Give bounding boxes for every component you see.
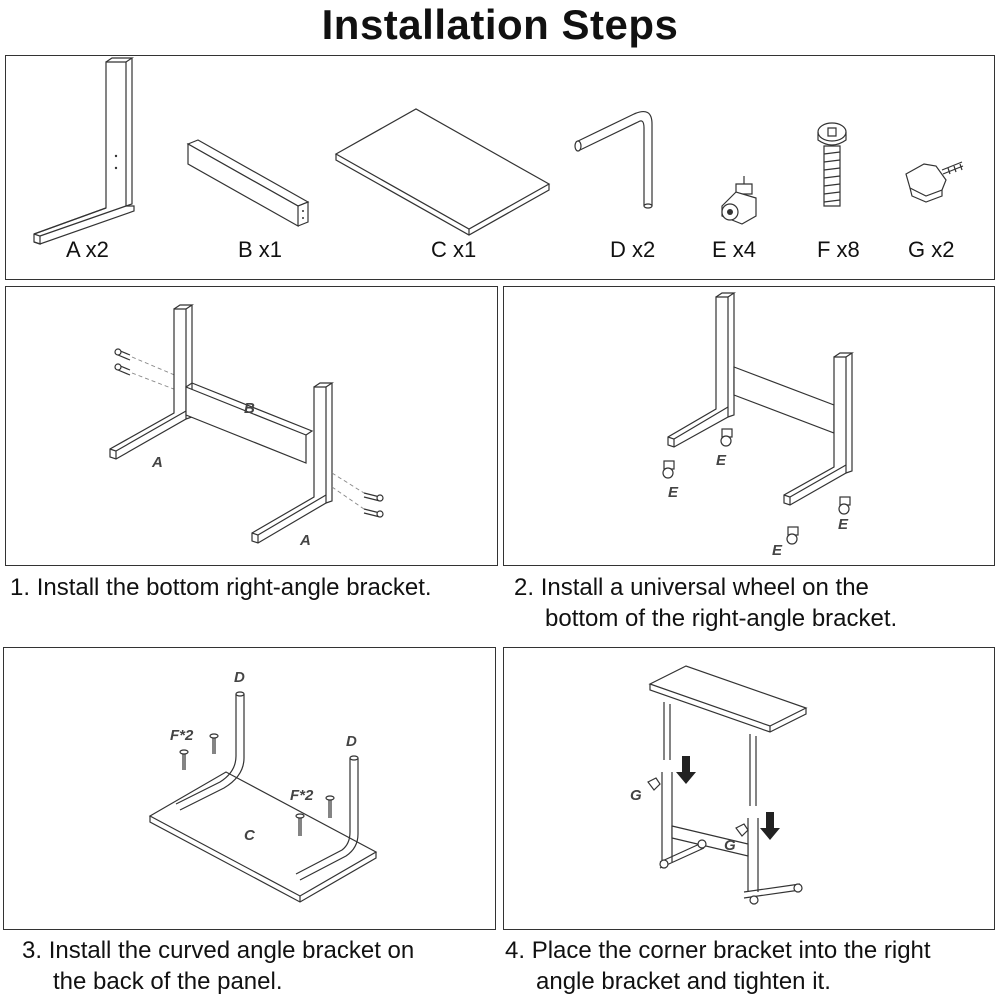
page-title: Installation Steps	[321, 1, 679, 48]
step-3-caption: 3. Install the curved angle bracket on t…	[22, 935, 492, 997]
step-3-number: 3.	[22, 937, 43, 964]
knob-icon	[735, 823, 749, 837]
step-2-tag-e-2: E	[668, 484, 679, 501]
step-2-caption: 2. Install a universal wheel on the bott…	[514, 572, 994, 634]
parts-panel: A x2 B x1 C x1 D x2 E x4 F x8 G x2	[5, 55, 995, 280]
step-4-illustration: G G	[630, 665, 808, 905]
step-2-tag-e-1: E	[716, 452, 727, 469]
step-3-tag-d-left: D	[234, 669, 245, 686]
part-c-illustration	[334, 108, 551, 236]
step-4-text-line1: Place the corner bracket into the right	[531, 937, 931, 964]
step-1-tag-b: B	[244, 400, 255, 417]
part-label-e: E x4	[712, 237, 757, 262]
part-label-f: F x8	[817, 237, 860, 262]
step-1-caption: 1. Install the bottom right-angle bracke…	[10, 572, 500, 603]
step-1-number: 1.	[10, 574, 31, 601]
step-2-tag-e-4: E	[772, 542, 783, 559]
parts-illustration	[33, 57, 964, 245]
part-f-illustration	[817, 122, 847, 207]
wheel-icon	[662, 460, 675, 479]
part-d-illustration	[574, 111, 653, 209]
step-1-tag-a-right: A	[299, 532, 311, 549]
part-e-illustration	[721, 176, 757, 225]
part-label-a: A x2	[66, 237, 109, 262]
part-b-illustration	[186, 139, 310, 228]
step-4-panel: G G	[503, 647, 995, 930]
wheel-icon	[697, 839, 707, 849]
wheel-icon	[838, 496, 851, 515]
step-2-text-line2: bottom of the right-angle bracket.	[545, 605, 898, 632]
step-2-tag-e-3: E	[838, 516, 849, 533]
step-2-illustration: E E E E	[662, 292, 854, 559]
step-4-tag-g-right: G	[724, 837, 736, 854]
part-label-c: C x1	[431, 237, 477, 262]
knob-icon	[647, 777, 661, 791]
step-4-caption: 4. Place the corner bracket into the rig…	[505, 935, 1000, 997]
step-4-text-line2: angle bracket and tighten it.	[536, 968, 831, 995]
step-1-panel: B A A	[5, 286, 498, 566]
part-label-g: G x2	[908, 237, 955, 262]
wheel-icon	[786, 526, 799, 545]
arrow-down-icon	[760, 812, 780, 840]
step-3-tag-f-left: F*2	[170, 727, 194, 744]
part-a-illustration	[33, 57, 135, 245]
part-label-d: D x2	[610, 237, 656, 262]
step-3-panel: D D F*2 F*2 C	[3, 647, 496, 930]
wheel-icon	[793, 883, 803, 893]
screw-icon	[114, 348, 131, 376]
screw-icon	[363, 492, 384, 518]
wheel-icon	[749, 895, 759, 905]
step-2-panel: E E E E	[503, 286, 995, 566]
screw-icon	[179, 733, 335, 836]
step-1-illustration: B A A	[109, 304, 384, 549]
wheel-icon	[659, 859, 669, 869]
step-2-text-line1: Install a universal wheel on the	[540, 574, 869, 601]
step-3-text-line1: Install the curved angle bracket on	[48, 937, 415, 964]
wheel-icon	[720, 428, 733, 447]
arrow-down-icon	[676, 756, 696, 784]
step-3-tag-f-right: F*2	[290, 787, 314, 804]
step-4-tag-g-left: G	[630, 787, 642, 804]
step-3-tag-d-right: D	[346, 733, 357, 750]
step-2-number: 2.	[514, 574, 535, 601]
step-1-text: Install the bottom right-angle bracket.	[36, 574, 432, 601]
step-3-text-line2: the back of the panel.	[53, 968, 283, 995]
step-4-number: 4.	[505, 937, 526, 964]
step-3-tag-c: C	[244, 827, 256, 844]
part-label-b: B x1	[238, 237, 283, 262]
part-g-illustration	[905, 161, 964, 203]
step-3-illustration: D D F*2 F*2 C	[148, 669, 378, 903]
step-1-tag-a-left: A	[151, 454, 163, 471]
